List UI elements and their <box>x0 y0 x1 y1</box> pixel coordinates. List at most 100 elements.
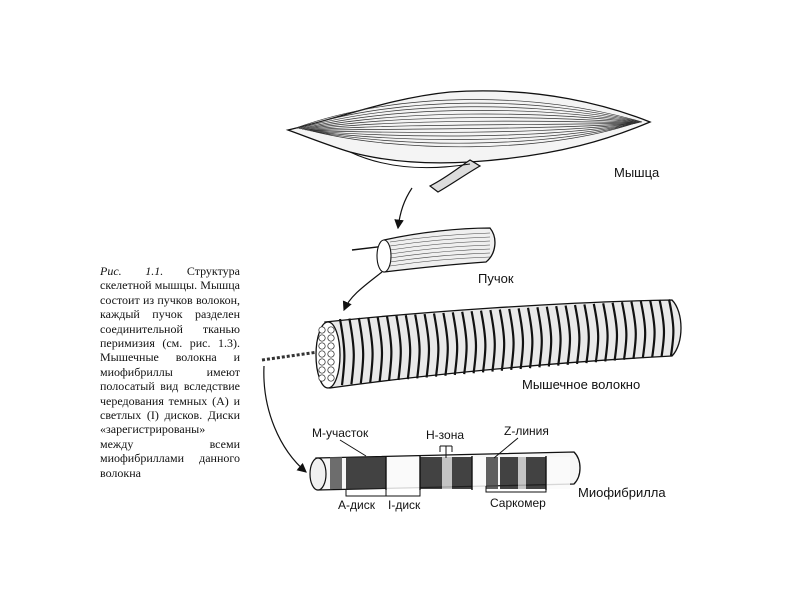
fiber-band <box>564 305 572 365</box>
fiber-end-dot <box>318 334 326 342</box>
label-muscle: Мышца <box>614 165 660 180</box>
myofibril-band <box>330 457 342 489</box>
myofibril-band <box>486 457 498 489</box>
fiber-end-dot <box>327 326 335 334</box>
fiber-band <box>602 303 609 362</box>
bundle-stripe <box>389 244 491 255</box>
myofibril-band <box>500 457 518 489</box>
label-z-line: Z-линия <box>504 424 549 438</box>
label-myofibril: Миофибрилла <box>578 485 666 500</box>
fiber-band <box>385 316 393 382</box>
fiber-end-dot <box>327 374 335 382</box>
fiber-band <box>545 306 553 367</box>
fiber-end-dot <box>327 334 335 342</box>
fiber-band <box>338 318 346 386</box>
muscle-stripe <box>312 123 634 140</box>
caption-text: Структура скелетной мышцы. Мышца состоит… <box>100 264 241 480</box>
fiber-band <box>451 312 459 376</box>
fiber-band <box>414 314 421 379</box>
fiber-band <box>630 301 637 360</box>
myofibril-band <box>386 457 420 489</box>
fiber-end-dot <box>327 350 335 358</box>
fiber-band <box>658 299 666 357</box>
muscle-stripe <box>303 117 639 130</box>
bundle-stripe <box>389 256 491 267</box>
fiber-end-dot <box>327 358 335 366</box>
muscle-stripe <box>297 102 642 129</box>
fiber-end-dot <box>318 342 326 350</box>
muscle-drawing <box>285 90 652 193</box>
label-i-disk: I-диск <box>388 498 421 512</box>
myofibril-drawing <box>309 451 581 491</box>
arrow-fiber-to-myofibril <box>263 365 307 473</box>
myofibril-band <box>420 457 442 489</box>
fiber-band <box>536 307 543 368</box>
muscle-stripe <box>300 110 640 130</box>
fiber-band <box>357 317 365 384</box>
fiber-band <box>555 305 562 366</box>
fiber-end-dot <box>318 366 326 374</box>
fiber-band <box>376 316 384 382</box>
muscle-stripe <box>302 113 639 130</box>
myofibril-band <box>546 457 570 489</box>
myofibril-band <box>346 457 386 489</box>
muscle-stripe <box>315 123 633 148</box>
fiber-band <box>611 302 619 361</box>
label-fiber: Мышечное волокно <box>522 377 641 392</box>
fiber-band <box>489 309 496 372</box>
fiber-band <box>573 304 581 365</box>
fiber-band <box>498 309 506 371</box>
fiber-band <box>348 318 355 385</box>
bundle-drawing <box>351 227 496 273</box>
fiber-band <box>583 304 590 364</box>
fiber-band <box>432 313 440 377</box>
fiber-end-dot <box>318 326 326 334</box>
arrow-muscle-to-bundle <box>394 187 413 230</box>
caption-figure-ref: Рис. 1.1. <box>100 264 164 278</box>
fiber-band <box>367 317 374 383</box>
fiber-band <box>517 308 525 370</box>
fiber-band <box>395 315 402 381</box>
label-bundle: Пучок <box>478 271 514 286</box>
fiber-end-dot <box>318 374 326 382</box>
myofibril-band <box>452 457 472 489</box>
label-sarcomere: Саркомер <box>490 496 546 510</box>
bundle-stripe <box>389 240 491 251</box>
fiber-band <box>404 314 412 380</box>
fiber-band <box>479 310 487 373</box>
label-a-disk: А-диск <box>338 498 375 512</box>
fiber-band <box>667 299 675 356</box>
label-h-zone: Н-зона <box>426 428 465 442</box>
myofibril-band <box>518 457 526 489</box>
label-pointers <box>339 437 547 497</box>
muscle-stripe <box>295 99 643 129</box>
figure-caption: Рис. 1.1. Структура скелетной мышцы. Мыш… <box>100 264 240 480</box>
muscle-stripe <box>309 123 636 133</box>
muscle-stripe <box>311 123 635 137</box>
fiber-band <box>526 307 534 369</box>
bundle-stripe <box>389 232 491 243</box>
muscle-stripe <box>298 106 641 129</box>
myofibril-band <box>526 457 546 489</box>
myofibril-band <box>442 457 452 489</box>
fiber-band <box>461 311 468 375</box>
myofibril-band <box>472 457 486 489</box>
muscle-stripe <box>306 122 637 131</box>
fiber-band <box>423 313 431 378</box>
bundle-stripe <box>389 252 491 263</box>
fiber-band <box>470 310 478 374</box>
fiber-band <box>592 303 600 363</box>
muscle-stripe <box>314 123 633 144</box>
fiber-end-dot <box>327 342 335 350</box>
fiber-end-dot <box>327 366 335 374</box>
fiber-band <box>442 312 449 376</box>
bundle-stripe <box>389 236 491 247</box>
bundle-stripe <box>389 248 491 259</box>
fiber-band <box>639 300 647 359</box>
fiber-end-dot <box>318 358 326 366</box>
arrow-bundle-to-fiber <box>342 271 383 312</box>
fiber-drawing <box>261 299 682 389</box>
fiber-end-dot <box>318 350 326 358</box>
fiber-band <box>508 308 515 371</box>
